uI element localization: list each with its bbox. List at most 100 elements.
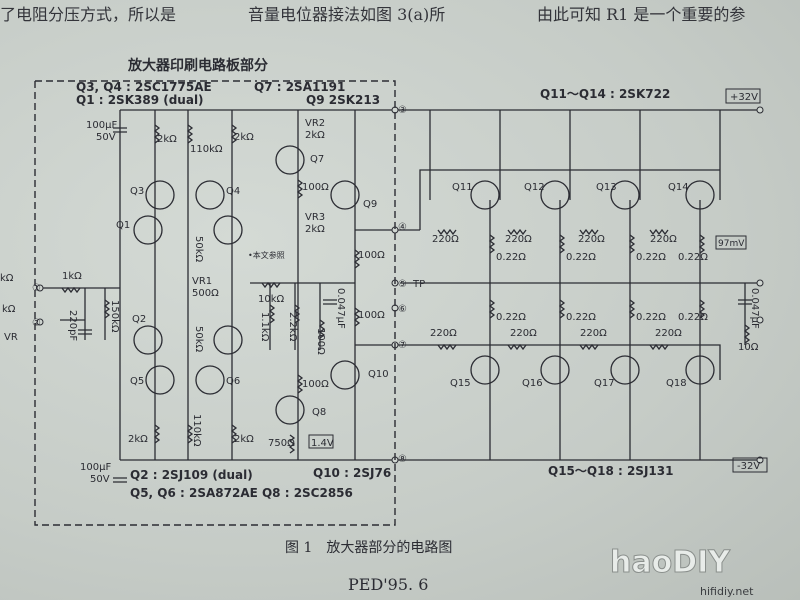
label: VR1 — [192, 276, 212, 287]
resistor — [488, 299, 496, 319]
resistor — [698, 234, 706, 254]
label: Q9 — [363, 199, 377, 210]
label: 0.047μF — [335, 288, 346, 329]
transistor-symbol — [330, 180, 360, 210]
label: 100Ω — [302, 379, 329, 390]
label: 1.1kΩ — [259, 312, 270, 342]
issue-label: PED'95. 6 — [348, 575, 428, 594]
resistor — [698, 299, 706, 319]
transistor-symbol — [145, 180, 175, 210]
label: 0.22Ω — [496, 312, 526, 323]
label: 0.22Ω — [678, 252, 708, 263]
components — [36, 106, 764, 483]
label: 0.22Ω — [566, 312, 596, 323]
resistor — [103, 299, 111, 319]
label: 2kΩ — [234, 132, 254, 143]
label: 1kΩ — [62, 271, 82, 282]
resistor — [288, 434, 296, 454]
transistor-symbol — [470, 180, 500, 210]
resistor — [296, 179, 304, 199]
transistor-symbol — [540, 180, 570, 210]
rail-positive-box — [725, 88, 761, 104]
terminal — [36, 284, 44, 292]
node-3: ③ — [398, 105, 407, 116]
parts-q5-q6-q8: Q5, Q6 : 2SA872AE Q8 : 2SC2856 — [130, 486, 353, 500]
label: VR2 — [305, 118, 325, 129]
label: 150kΩ — [109, 300, 120, 333]
resistor — [61, 286, 81, 294]
capacitor — [78, 329, 92, 335]
resistor — [579, 343, 599, 351]
label: 220Ω — [510, 328, 537, 339]
wiring — [40, 109, 760, 461]
label: 110kΩ — [191, 414, 202, 447]
article-text-right: 由此可知 R1 是一个重要的参 — [537, 5, 745, 24]
label: 220Ω — [505, 234, 532, 245]
label: Q5 — [130, 376, 144, 387]
capacitor — [113, 127, 127, 133]
label: 2kΩ — [157, 134, 177, 145]
label: 220pF — [67, 310, 78, 341]
resistor — [186, 124, 194, 144]
transistor-symbol — [133, 325, 163, 355]
terminal — [756, 279, 764, 287]
label: Q17 — [594, 378, 615, 389]
node-7: ⑦ — [398, 340, 407, 351]
wire — [420, 344, 721, 380]
label: Q13 — [596, 182, 617, 193]
label: 2kΩ — [234, 434, 254, 445]
transistor-symbol — [540, 355, 570, 385]
label: Q6 — [226, 376, 240, 387]
resistor — [230, 124, 238, 144]
label: 100μF — [86, 120, 117, 131]
label: 100Ω — [315, 328, 326, 355]
tp-label: TP — [412, 279, 425, 290]
parts-q10: Q10 : 2SJ76 — [313, 466, 391, 480]
node-1: ① — [32, 283, 41, 294]
label: VR3 — [305, 212, 325, 223]
resistor — [268, 304, 276, 324]
resistor — [743, 324, 751, 344]
parts-q1: Q1 : 2SK389 (dual) — [76, 93, 204, 107]
resistor — [296, 374, 304, 394]
label: Q7 — [310, 154, 324, 165]
label: 100Ω — [358, 310, 385, 321]
parts-q3-q4: Q3, Q4 : 2SC1775AE — [76, 80, 212, 94]
label: Q16 — [522, 378, 543, 389]
voltage-box — [715, 235, 747, 250]
transistor-symbol — [610, 355, 640, 385]
transistor-symbol — [610, 180, 640, 210]
label: Q12 — [524, 182, 545, 193]
terminal — [36, 318, 44, 326]
label: Q11 — [452, 182, 473, 193]
resistor — [186, 424, 194, 444]
label: 50kΩ — [193, 236, 204, 263]
label: 220Ω — [655, 328, 682, 339]
transistor-symbol — [275, 395, 305, 425]
label: 500Ω — [192, 288, 219, 299]
label: 0.22Ω — [566, 252, 596, 263]
transistor-symbol — [145, 365, 175, 395]
label: Q14 — [668, 182, 689, 193]
label: 100Ω — [358, 250, 385, 261]
node-6: ⑥ — [398, 304, 407, 315]
transistor-symbol — [685, 355, 715, 385]
transistor-symbol — [330, 360, 360, 390]
label: 220Ω — [430, 328, 457, 339]
parts-q15-q18: Q15～Q18 : 2SJ131 — [548, 464, 673, 478]
label: 100Ω — [302, 182, 329, 193]
terminal — [756, 316, 764, 324]
transistor-symbol — [685, 180, 715, 210]
label: kΩ — [0, 273, 14, 284]
label: Q10 — [368, 369, 389, 380]
label: 220Ω — [650, 234, 677, 245]
resistor — [649, 228, 669, 236]
article-text-middle: 音量电位器接法如图 3(a)所 — [248, 5, 445, 24]
label: 2kΩ — [305, 130, 325, 141]
resistor — [507, 228, 527, 236]
watermark-url: hifidiy.net — [700, 585, 754, 598]
label: Q4 — [226, 186, 240, 197]
label: 0.22Ω — [678, 312, 708, 323]
label: Q3 — [130, 186, 144, 197]
